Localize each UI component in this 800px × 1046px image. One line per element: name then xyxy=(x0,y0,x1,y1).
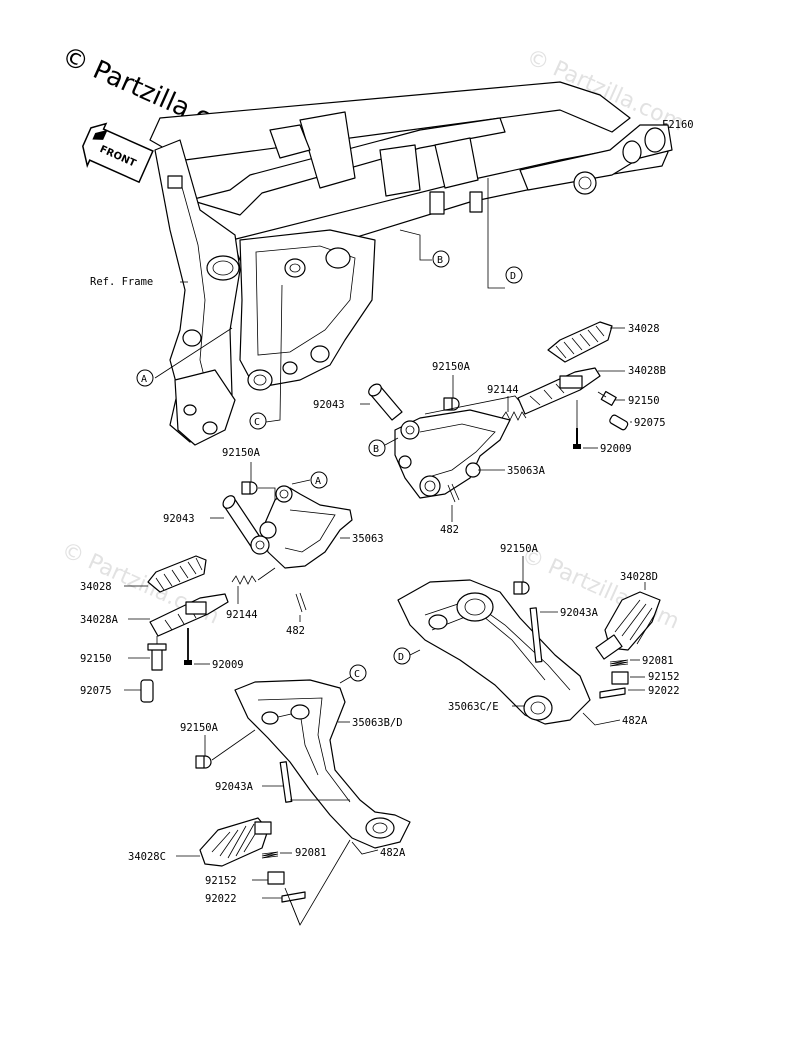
clip-92022-bottom xyxy=(281,891,306,903)
label-34028-top: 34028 xyxy=(628,323,660,335)
label-92144-top: 92144 xyxy=(487,384,519,396)
footpeg-rubber-34028c xyxy=(199,817,272,867)
label-92081-right: 92081 xyxy=(642,655,674,667)
label-34028a: 34028A xyxy=(80,614,119,626)
label-35063ce: 35063C/E xyxy=(448,701,499,713)
screw-92009-mid xyxy=(184,628,192,665)
spring-92144-top xyxy=(501,411,527,421)
label-92150a-right: 92150A xyxy=(500,543,539,555)
label-92144-mid: 92144 xyxy=(226,609,258,621)
bracket-35063ce xyxy=(397,579,591,725)
spring-92081-right xyxy=(609,659,629,667)
callout-d-frame: D xyxy=(505,266,523,284)
label-92075-mid: 92075 xyxy=(80,685,112,697)
collar-92043-top xyxy=(368,383,403,421)
pin-92075-mid xyxy=(140,679,154,703)
washer-92152-right xyxy=(611,671,629,685)
label-92009-mid: 92009 xyxy=(212,659,244,671)
label-482a-bottom: 482A xyxy=(380,847,406,859)
bracket-35063 xyxy=(250,485,353,569)
label-35063a: 35063A xyxy=(507,465,546,477)
label-ref-frame: Ref. Frame xyxy=(90,276,153,288)
front-arrow-icon: FRONT xyxy=(82,122,154,184)
diagram-code: F2160 xyxy=(662,119,694,131)
callout-c-frame: C xyxy=(249,412,267,430)
label-92022-bottom: 92022 xyxy=(205,893,237,905)
label-92150a-mid: 92150A xyxy=(222,447,261,459)
bolt-92150a-right xyxy=(513,581,530,595)
clip-92022-right xyxy=(599,687,626,699)
label-92150a-top: 92150A xyxy=(432,361,471,373)
cotter-pin-482-mid xyxy=(295,592,307,613)
pin-92043a-right xyxy=(529,607,543,663)
callout-b-frame: B xyxy=(432,250,450,268)
callout-a-frame: A xyxy=(136,369,154,387)
label-34028-mid: 34028 xyxy=(80,581,112,593)
label-482a-right: 482A xyxy=(622,715,648,727)
label-92022-right: 92022 xyxy=(648,685,680,697)
callout-d-text: D xyxy=(510,271,516,282)
label-92152-bottom: 92152 xyxy=(205,875,237,887)
callout-b-bracket-text: B xyxy=(373,444,379,455)
label-92150-top: 92150 xyxy=(628,395,660,407)
callout-c-text: C xyxy=(254,417,260,428)
label-92043-mid: 92043 xyxy=(163,513,195,525)
footpeg-rubber-34028-top xyxy=(547,321,613,363)
screw-92009-top xyxy=(573,428,581,449)
callout-c-bracket-text: C xyxy=(354,669,360,680)
pin-92075-top xyxy=(609,414,629,431)
label-482-top: 482 xyxy=(440,524,459,536)
callout-a-bracket: A xyxy=(310,471,328,489)
bolt-92150a-mid xyxy=(241,481,258,495)
callout-d-bracket: D xyxy=(393,647,411,665)
label-35063: 35063 xyxy=(352,533,384,545)
footpeg-rubber-34028-mid xyxy=(147,555,207,593)
label-92043a-bottom: 92043A xyxy=(215,781,254,793)
label-34028b: 34028B xyxy=(628,365,666,377)
callout-a-text: A xyxy=(141,374,147,385)
label-482-mid: 482 xyxy=(286,625,305,637)
pin-92043a-bottom xyxy=(279,761,293,803)
cotter-pin-482-top xyxy=(447,483,460,503)
bolt-92150-mid xyxy=(147,643,167,671)
bolt-92150-top xyxy=(597,390,617,406)
callout-a-bracket-text: A xyxy=(315,476,321,487)
spring-92144-mid xyxy=(231,575,257,585)
callout-c-bracket: C xyxy=(349,664,367,682)
callout-b-text: B xyxy=(437,255,443,266)
callout-d-bracket-text: D xyxy=(398,652,404,663)
frame-assembly xyxy=(149,81,673,446)
label-92043-top: 92043 xyxy=(313,399,345,411)
footpeg-34028a xyxy=(149,593,229,637)
label-34028d: 34028D xyxy=(620,571,658,583)
bracket-35063bd xyxy=(234,679,411,849)
callout-b-bracket: B xyxy=(368,439,386,457)
bolt-92150a-top xyxy=(443,397,460,411)
label-35063bd: 35063B/D xyxy=(352,717,403,729)
label-92009-top: 92009 xyxy=(600,443,632,455)
label-92152-right: 92152 xyxy=(648,671,680,683)
label-92043a-right: 92043A xyxy=(560,607,599,619)
watermark-faint-mid-right: © Partzilla.com xyxy=(518,543,683,635)
label-92075-top: 92075 xyxy=(634,417,666,429)
label-92150-mid: 92150 xyxy=(80,653,112,665)
label-34028c: 34028C xyxy=(128,851,166,863)
label-92150a-bottom: 92150A xyxy=(180,722,219,734)
label-92081-bottom: 92081 xyxy=(295,847,327,859)
spring-92081-bottom xyxy=(261,851,279,859)
footpeg-rubber-34028d xyxy=(595,591,661,660)
footpeg-34028b xyxy=(517,367,601,415)
bolt-92150a-bottom xyxy=(195,755,212,769)
washer-92152-bottom xyxy=(267,871,285,885)
bracket-35063a xyxy=(394,409,511,499)
